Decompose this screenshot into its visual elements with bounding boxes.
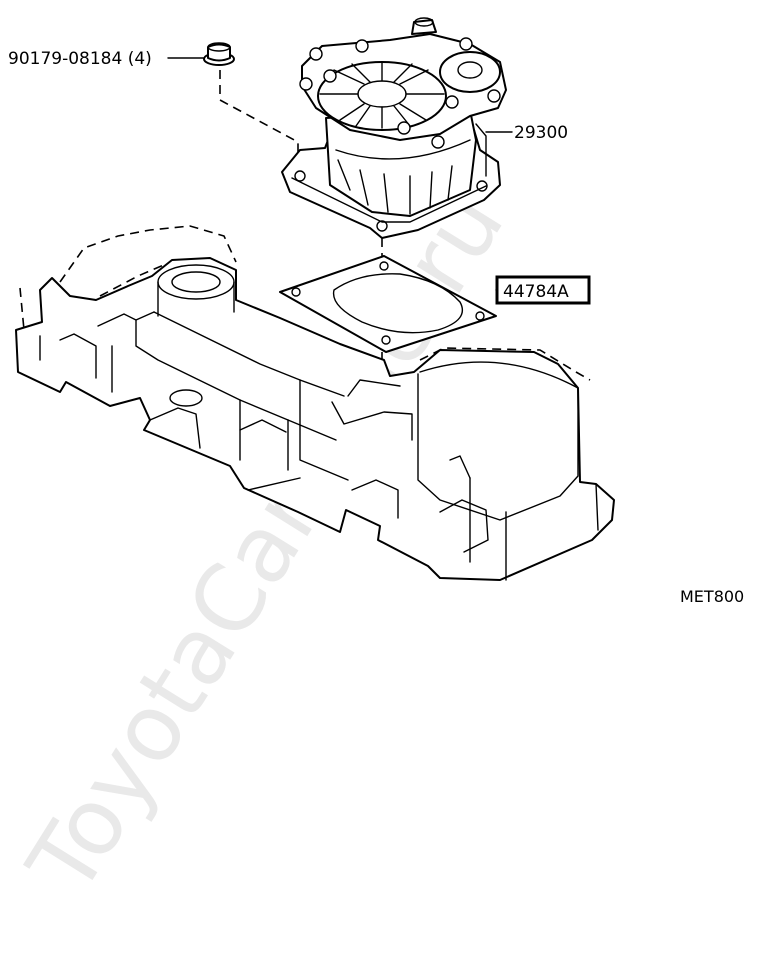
bolt-part[interactable]	[203, 42, 235, 66]
intake-manifold-outline	[15, 225, 615, 581]
gasket-part[interactable]	[279, 255, 497, 353]
bolt-guide-dashed	[219, 70, 299, 172]
vacuum-pump-part-number[interactable]: 29300	[514, 123, 568, 143]
diagram-code: MET800	[680, 587, 744, 606]
bolt-part-number[interactable]: 90179-08184 (4)	[8, 49, 152, 69]
gasket-label-box	[495, 275, 591, 305]
vacuum-pump-part[interactable]	[281, 17, 507, 239]
gasket-part-number[interactable]: 44784A	[503, 282, 569, 302]
